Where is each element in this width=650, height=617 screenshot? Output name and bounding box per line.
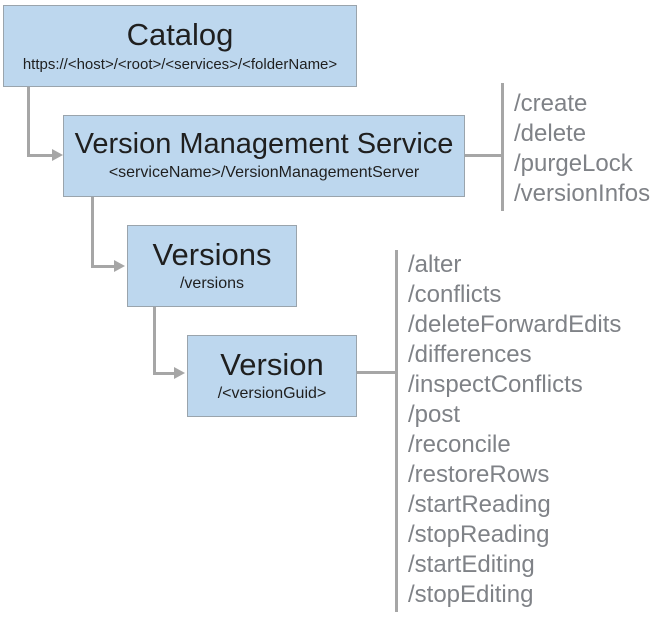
operation-item: /differences (408, 341, 532, 368)
operation-item: /create (514, 90, 588, 117)
operation-item: /startEditing (408, 551, 535, 578)
connector-versions-to-version-vertical (153, 307, 156, 375)
vms-operations-rail (501, 83, 504, 211)
versions-url-pattern: /versions (179, 274, 245, 292)
operation-item: /conflicts (408, 281, 502, 308)
version-url-pattern: /<versionGuid> (217, 384, 327, 402)
arrow-right-icon (114, 260, 125, 272)
catalog-url-pattern: https://<host>/<root>/<services>/<folder… (22, 55, 338, 73)
versions-node: Versions /versions (127, 225, 297, 307)
version-management-service-title: Version Management Service (74, 127, 454, 160)
versions-title: Versions (152, 236, 272, 272)
connector-vms-to-operations (465, 154, 503, 157)
operation-item: /deleteForwardEdits (408, 311, 622, 338)
operation-item: /purgeLock (514, 150, 633, 177)
connector-catalog-to-vms-horizontal (27, 154, 53, 157)
operation-item: /alter (408, 251, 462, 278)
version-node: Version /<versionGuid> (187, 335, 357, 417)
operation-item: /stopEditing (408, 581, 534, 608)
operation-item: /delete (514, 120, 587, 147)
connector-version-to-operations (357, 371, 396, 374)
connector-catalog-to-vms-vertical (27, 87, 30, 157)
operation-item: /startReading (408, 491, 551, 518)
operation-item: /post (408, 401, 461, 428)
arrow-right-icon (174, 367, 185, 379)
operation-item: /reconcile (408, 431, 511, 458)
connector-versions-to-version-horizontal (153, 372, 175, 375)
version-management-service-node: Version Management Service <serviceName>… (63, 115, 465, 197)
operation-item: /restoreRows (408, 461, 550, 488)
connector-vms-to-versions-horizontal (91, 265, 115, 268)
operation-item: /inspectConflicts (408, 371, 583, 398)
version-management-service-url-pattern: <serviceName>/VersionManagementServer (108, 163, 420, 181)
catalog-node: Catalog https://<host>/<root>/<services>… (3, 5, 357, 87)
vms-operations-list: /create /delete /purgeLock /versionInfos (514, 89, 650, 209)
version-operations-rail (395, 250, 398, 612)
connector-vms-to-versions-vertical (91, 197, 94, 268)
version-title: Version (220, 346, 324, 382)
catalog-title: Catalog (126, 16, 234, 52)
operation-item: /versionInfos (514, 180, 650, 207)
operation-item: /stopReading (408, 521, 550, 548)
arrow-right-icon (52, 149, 63, 161)
version-operations-list: /alter /conflicts /deleteForwardEdits /d… (408, 250, 621, 610)
